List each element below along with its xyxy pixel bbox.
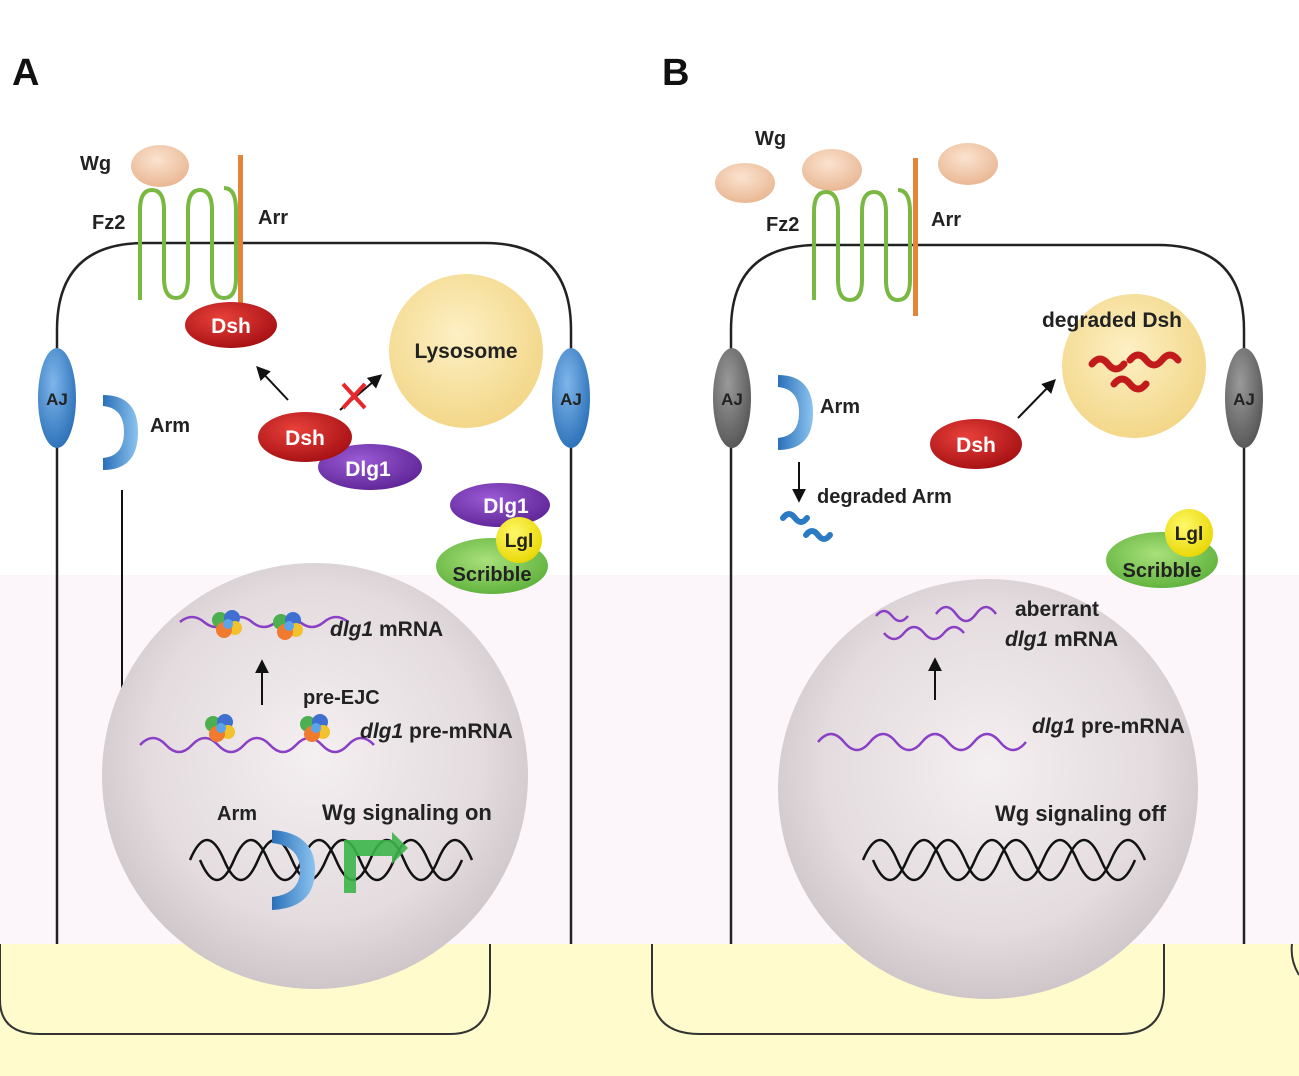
panel-a: A Wg Fz2 Arr Dsh Lysosome AJ AJ Arm [12, 52, 590, 989]
pre-mrna-label-b: dlg1 pre-mRNA [1032, 715, 1185, 738]
dsh-degradation-arrow [1017, 378, 1056, 419]
aberrant-label: aberrant [1015, 598, 1099, 621]
dlg1-lateral [450, 483, 550, 527]
lgl-a [496, 517, 542, 563]
aj-left-b-label: AJ [721, 390, 743, 409]
aberrant-gene: dlg1 [1005, 628, 1048, 651]
dsh-complex [258, 412, 352, 462]
cell-membrane-b [729, 243, 1246, 944]
dlg1-pre-mrna-a [139, 736, 375, 754]
dna-helix-b [861, 838, 1147, 882]
mrna-gene-a: dlg1 [330, 618, 373, 641]
arm-nucleus-label: Arm [217, 803, 257, 825]
lysosome-label: Lysosome [414, 340, 517, 363]
aberrant-mrna-label: dlg1 mRNA [1005, 628, 1118, 651]
arm-label-a: Arm [150, 415, 190, 437]
wg-label-b: Wg [755, 128, 786, 150]
aj-right-b [1225, 348, 1263, 448]
panel-b: B Wg Fz2 Arr degraded Dsh AJ AJ Arm degr… [662, 52, 1263, 999]
degraded-arm-label: degraded Arm [817, 486, 952, 508]
aj-left-a-label: AJ [46, 390, 68, 409]
aj-right-a-label: AJ [560, 390, 582, 409]
panel-b-letter: B [662, 52, 689, 94]
dsh-complex-label: Dsh [285, 427, 325, 450]
aj-left-a [38, 348, 76, 448]
pre-mrna-gene-a: dlg1 [360, 720, 403, 743]
wg-ligand-b1 [715, 163, 775, 203]
dsh-recruit-arrow [256, 365, 289, 401]
fz2-receptor [138, 186, 238, 300]
wg-ligand-b3 [938, 143, 998, 185]
fz2-label: Fz2 [92, 212, 125, 234]
neighbor-cell-outline-b [651, 944, 1165, 1035]
wg-ligand-b2 [802, 149, 862, 191]
mrna-suffix-a: mRNA [373, 618, 443, 641]
signaling-on-label: Wg signaling on [322, 800, 492, 825]
block-x-icon [341, 382, 367, 410]
arm-label-b: Arm [820, 396, 860, 418]
neighbor-cell-outline-a [0, 944, 491, 1035]
arm-on-dna [272, 830, 315, 910]
dlg1-pre-mrna-b [817, 732, 1027, 752]
mrna-label-a: dlg1 mRNA [330, 618, 443, 641]
signaling-off-label: Wg signaling off [995, 801, 1167, 826]
arr-label: Arr [258, 207, 288, 229]
aberrant-mrna-fragments [875, 605, 998, 641]
fz2-label-b: Fz2 [766, 214, 799, 236]
dsh-b-label: Dsh [956, 434, 996, 457]
nucleus-a [102, 563, 528, 989]
scribble-b-label: Scribble [1123, 560, 1202, 582]
dna-helix-a [188, 838, 474, 882]
fz2-receptor-b [812, 188, 912, 302]
degraded-dsh-label: degraded Dsh [1042, 309, 1182, 332]
neighbor-cell-edge [1290, 943, 1299, 976]
dlg1-mrna-a [179, 615, 349, 629]
arr-coreceptor [238, 155, 243, 310]
lysosome [389, 274, 543, 428]
aj-right-a [552, 348, 590, 448]
panel-a-letter: A [12, 52, 39, 94]
pre-mrna-gene-b: dlg1 [1032, 715, 1075, 738]
dlg1-complex [318, 444, 422, 490]
wg-ligand [131, 145, 189, 187]
arm-crescent-a [103, 395, 138, 470]
dlg1-lateral-label: Dlg1 [483, 495, 529, 518]
aj-right-b-label: AJ [1233, 390, 1255, 409]
wg-label: Wg [80, 153, 111, 175]
transcription-arrow [344, 832, 408, 893]
cell-membrane-a [55, 241, 573, 944]
dsh-membrane-label: Dsh [211, 315, 251, 338]
arr-coreceptor-b [913, 158, 918, 316]
lgl-b-label: Lgl [1175, 524, 1204, 545]
dlg1-complex-label: Dlg1 [345, 458, 391, 481]
dsh-b [930, 419, 1022, 469]
pre-mrna-suffix-a: pre-mRNA [403, 720, 513, 743]
aj-left-b [713, 348, 751, 448]
aberrant-suffix: mRNA [1048, 628, 1118, 651]
pre-ejc-label: pre-EJC [303, 687, 380, 709]
degraded-arm-fragments [780, 511, 833, 542]
lgl-a-label: Lgl [505, 531, 534, 552]
scribble-a-label: Scribble [453, 564, 532, 586]
pre-mrna-label-a: dlg1 pre-mRNA [360, 720, 513, 743]
nucleus-b [778, 579, 1198, 999]
degraded-dsh-fragments [1088, 351, 1182, 393]
lysosome-b [1062, 294, 1206, 438]
lgl-b [1165, 509, 1213, 557]
arr-label-b: Arr [931, 209, 961, 231]
pre-mrna-suffix-b: pre-mRNA [1075, 715, 1185, 738]
arm-crescent-b [778, 375, 813, 450]
dsh-membrane [185, 302, 277, 348]
